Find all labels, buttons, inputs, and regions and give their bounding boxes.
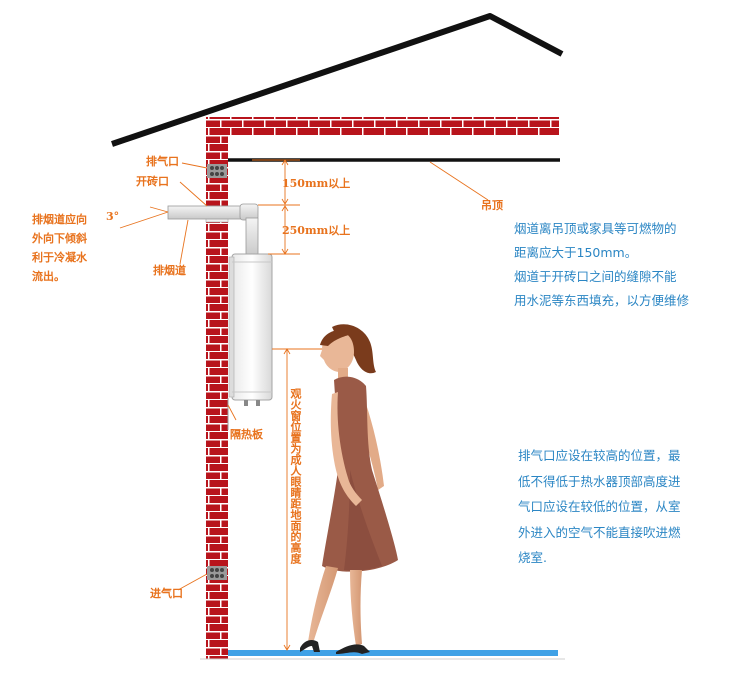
leader-lines xyxy=(119,161,489,591)
flue-pipe-label: 排烟道 xyxy=(153,264,186,277)
flue-clearance-note: 烟道离吊顶或家具等可燃物的 距离应大于150mm。 烟道于开砖口之间的缝隙不能 … xyxy=(514,221,690,308)
wall-beam xyxy=(206,117,559,135)
eye-height-vertical-label: 观火窗位置为成人眼睛距地面的高度 xyxy=(289,388,302,564)
water-heater-icon xyxy=(228,253,273,406)
vent-positions-note: 排气口应设在较高的位置，最 低不得低于热水器顶部高度进 气口应设在较低的位置，从… xyxy=(518,448,681,565)
dimension-ceiling-to-flue xyxy=(252,159,300,205)
dimension-flue-to-heater xyxy=(258,204,300,255)
intake-port-label: 进气口 xyxy=(150,587,183,600)
brick-opening-label: 开砖口 xyxy=(136,175,169,188)
dim-heater-label: 250mm以上 xyxy=(282,224,351,237)
flue-pipe xyxy=(167,203,259,257)
ceiling-label: 吊顶 xyxy=(481,199,503,212)
woman-figure-icon xyxy=(300,324,398,654)
slope-note: 排烟道应向 外向下倾斜 利于冷凝水 流出。 xyxy=(32,213,87,283)
dim-ceiling-label: 150mm以上 xyxy=(282,177,351,190)
exhaust-vent-grille-icon xyxy=(207,164,227,178)
brick-wall xyxy=(206,117,228,659)
slope-angle-label: 3° xyxy=(106,210,120,223)
roof-line xyxy=(111,13,564,147)
heat-shield-label: 隔热板 xyxy=(230,428,263,441)
dimension-eye-height xyxy=(272,348,322,651)
intake-vent-grille-icon xyxy=(207,566,227,580)
floor xyxy=(228,650,558,656)
exhaust-port-label: 排气口 xyxy=(146,155,179,168)
